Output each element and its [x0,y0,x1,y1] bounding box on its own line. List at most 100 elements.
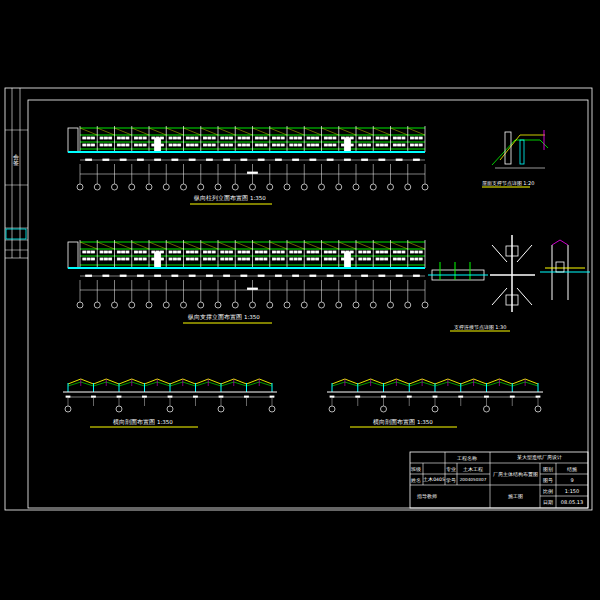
grid-bubble [65,406,71,412]
window-mark [359,251,362,253]
window-mark [273,258,276,260]
window-mark [380,258,383,260]
column-line [373,126,374,152]
window-mark [324,137,327,139]
gusset-plate [505,132,511,164]
brace-line [373,128,390,135]
grid-bubble [146,302,152,308]
window-mark [419,137,422,139]
column-line [304,126,305,152]
title-underline [450,331,510,332]
strip-line [5,185,28,186]
truss-web [80,379,81,386]
column-line [321,126,322,152]
title-block [410,452,588,508]
window-mark [260,144,263,146]
window-mark [229,258,232,260]
grid-line [269,280,270,302]
window-mark [290,144,293,146]
column-line [252,240,253,268]
title-block-cell: 工程名称 [457,456,477,461]
column-line [68,383,69,392]
window-mark [169,251,172,253]
column-line [183,126,184,152]
title-block-cell: 日期 [543,500,553,505]
window-mark [135,251,138,253]
column-line [235,126,236,152]
window-mark [247,137,250,139]
window-mark [221,251,224,253]
window-mark [135,144,138,146]
window-mark [380,251,383,253]
window-mark [173,258,176,260]
title-underline [350,427,457,428]
window-mark [294,258,297,260]
grid-line [538,398,539,406]
window-mark [104,251,107,253]
plate-outline [556,262,564,272]
grid-line [119,398,120,406]
column-line [486,383,487,392]
window-mark [363,137,366,139]
grid-line [149,164,150,184]
grid-bubble [329,406,335,412]
grid-line [183,280,184,302]
window-mark [260,258,263,260]
title-block-line [540,463,541,508]
window-mark [109,144,112,146]
window-mark [264,258,267,260]
brace-line [287,128,304,135]
window-mark [212,144,215,146]
window-mark [221,137,224,139]
window-mark [273,137,276,139]
grid-bubble [405,302,411,308]
brace-line [492,288,507,305]
column-line [269,126,270,152]
window-mark [255,258,258,260]
brace-line [115,242,132,249]
window-mark [139,258,142,260]
grid-line [486,398,487,406]
grid-line [373,164,374,184]
window-mark [385,258,388,260]
window-mark [87,144,90,146]
column-line [512,383,513,392]
grid-line [409,398,410,406]
grid-line [252,280,253,302]
window-mark [104,137,107,139]
window-mark [229,137,232,139]
grid-bubble [232,302,238,308]
title-block-cell: 1:150 [565,489,579,494]
detail-line [544,130,545,150]
window-mark [178,251,181,253]
grid-line [304,280,305,302]
grid-line [149,280,150,302]
window-mark [242,144,245,146]
column-line [119,383,120,392]
window-mark [247,258,250,260]
column-line [246,383,247,392]
grid-bubble [388,302,394,308]
window-mark [359,144,362,146]
window-mark [359,258,362,260]
grid-bubble [484,406,490,412]
grid-bubble [388,184,394,190]
brace-line [339,242,356,249]
window-mark [281,258,284,260]
window-mark [376,144,379,146]
brace-line [322,242,339,249]
truss-web [473,379,474,386]
window-mark [117,251,120,253]
window-mark [376,251,379,253]
window-mark [83,137,86,139]
window-mark [333,137,336,139]
window-mark [238,144,241,146]
grid-line [166,164,167,184]
grid-bubble [181,302,187,308]
truss-web [157,379,158,386]
bolt-line [470,262,471,280]
window-mark [225,251,228,253]
column-line [321,240,322,268]
column-line [166,240,167,268]
window-mark [260,251,263,253]
